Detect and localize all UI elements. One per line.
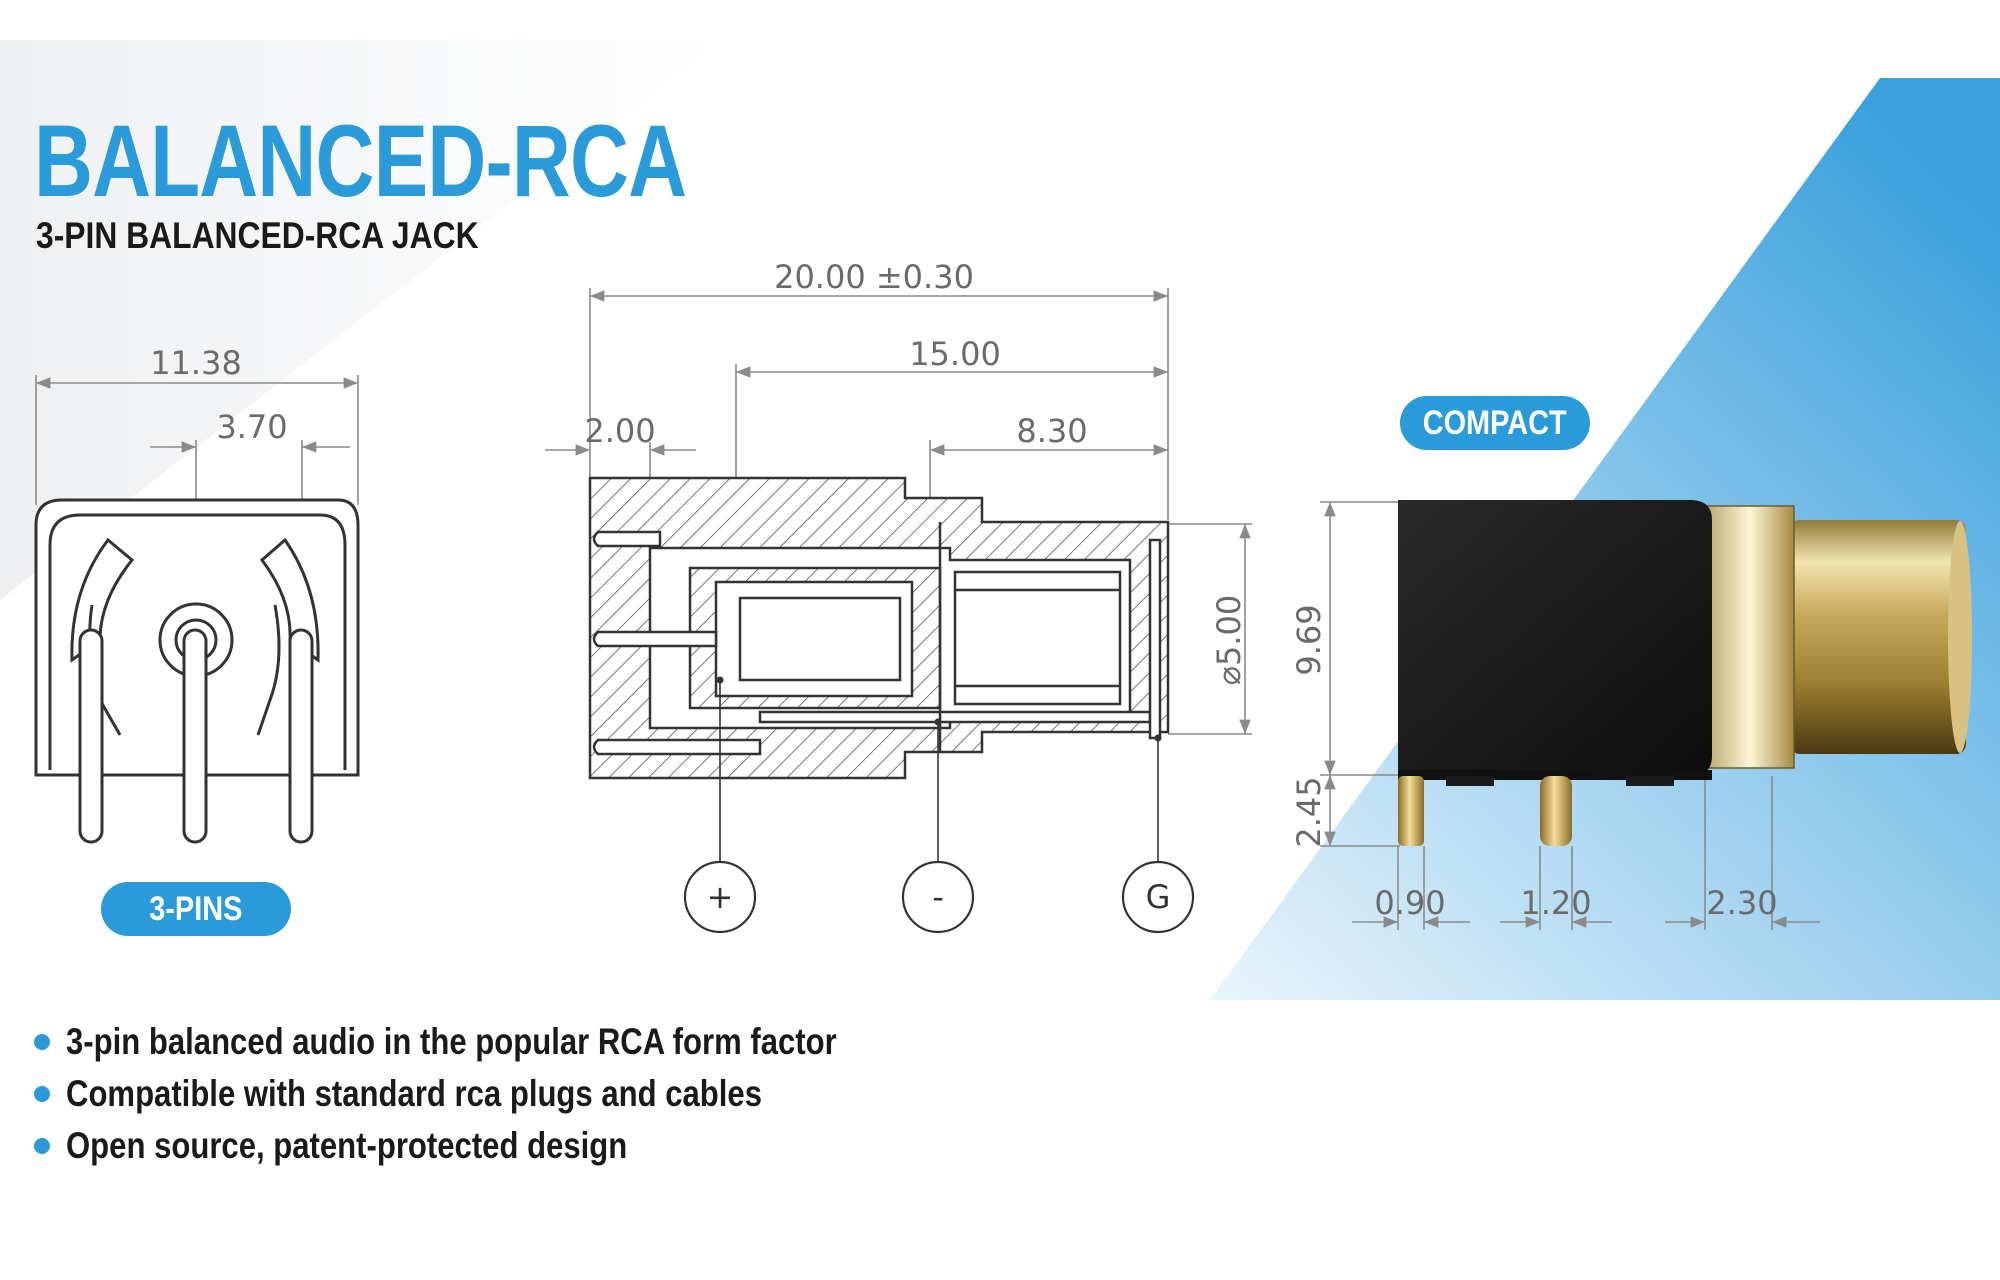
badge-3-pins: 3-PINS [101,882,291,936]
pin-label-minus: - [932,878,944,916]
jack-body [1398,500,1712,776]
dim-side-230: 2.30 [1706,884,1777,922]
section-view: 20.00 ±0.30 15.00 2.00 8.30 ⌀5.00 [545,258,1252,934]
dim-side-pin-height: 2.45 [1290,776,1328,847]
dim-section-total: 20.00 ±0.30 [774,258,974,296]
feature-item: Compatible with standard rca plugs and c… [34,1068,984,1120]
dim-section-2: 2.00 [584,412,655,450]
feature-list: 3-pin balanced audio in the popular RCA … [34,1016,984,1172]
bullet-icon [34,1138,50,1154]
side-pin-middle [1540,776,1572,846]
pin-plus-marker [683,860,757,934]
page-subtitle: 3-PIN BALANCED-RCA JACK [36,215,479,256]
page-title: BALANCED-RCA [34,104,687,218]
feature-item: 3-pin balanced audio in the popular RCA … [34,1016,984,1068]
dim-section-830: 8.30 [1016,412,1087,450]
side-view: 9.69 2.45 0.90 1.20 2.30 [1290,500,1972,930]
bullet-icon [34,1034,50,1050]
dim-section-diameter: ⌀5.00 [1210,595,1248,686]
feature-item: Open source, patent-protected design [34,1120,984,1172]
pin-label-ground: G [1146,878,1171,916]
gold-barrel [1790,520,1966,754]
dim-side-height: 9.69 [1290,604,1328,675]
badge-compact: COMPACT [1400,396,1590,450]
side-pin-left [1398,776,1424,846]
gold-ring [1705,505,1795,769]
pin-ground-marker [1121,860,1195,934]
front-view: 11.38 3.70 [34,344,360,844]
pin-minus-marker [901,860,975,934]
dim-section-15: 15.00 [909,335,1001,373]
bullet-icon [34,1086,50,1102]
dim-side-090: 0.90 [1374,884,1445,922]
dim-front-pitch: 3.70 [216,408,287,446]
dim-side-120: 1.20 [1520,884,1591,922]
dim-front-width: 11.38 [150,344,242,382]
pin-label-plus: + [707,878,734,916]
